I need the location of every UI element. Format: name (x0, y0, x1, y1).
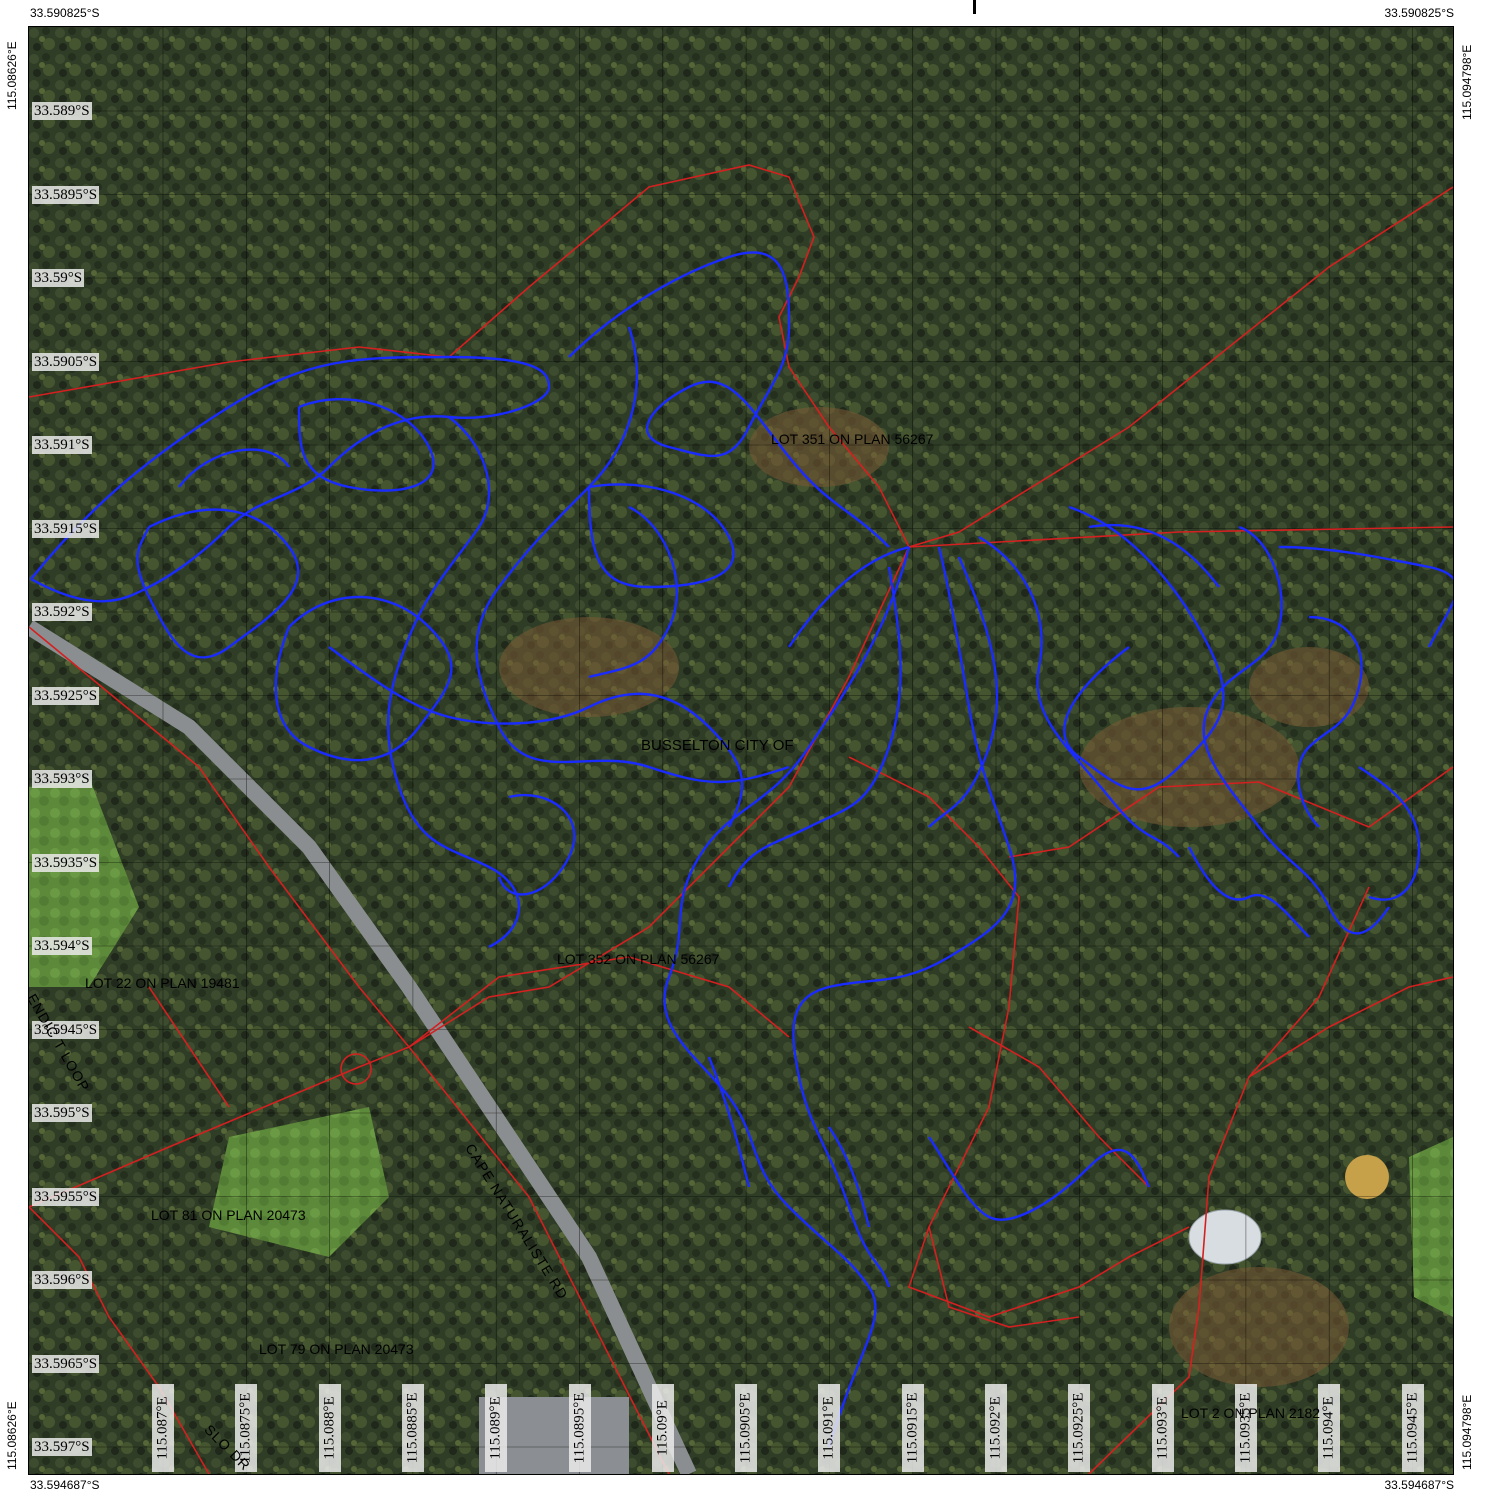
lon-label: 115.0885°E (401, 1384, 424, 1472)
lon-label: 115.09°E (651, 1384, 674, 1472)
lat-label: 33.5935°S (32, 853, 100, 872)
lon-label-text: 115.092°E (987, 1396, 1004, 1460)
lon-label: 115.089°E (485, 1384, 508, 1472)
lat-label: 33.589°S (32, 102, 92, 120)
lat-label: 33.5895°S (32, 185, 100, 204)
lat-label: 33.597°S (32, 1438, 92, 1456)
lon-label-text: 115.091°E (820, 1396, 837, 1460)
lat-label: 33.5925°S (32, 686, 100, 705)
north-tick (973, 0, 976, 14)
corner-top-right-lat: 33.590825°S (1384, 6, 1454, 20)
lon-label: 115.088°E (318, 1384, 341, 1472)
lat-label: 33.592°S (32, 603, 92, 621)
map-canvas[interactable] (29, 27, 1453, 1474)
lon-label: 115.087°E (152, 1384, 174, 1472)
lat-label: 33.591°S (32, 436, 92, 454)
lon-label: 115.0915°E (901, 1384, 924, 1472)
parcel-boundaries (29, 164, 1453, 1474)
lon-label-text: 115.088°E (321, 1396, 338, 1460)
parcel-label-lot352: LOT 352 ON PLAN 56267 (557, 951, 720, 967)
lon-label: 115.0905°E (735, 1384, 758, 1472)
lon-label-text: 115.093°E (1154, 1396, 1171, 1460)
cleared-ground (499, 407, 1369, 1387)
lon-label-text: 115.089°E (487, 1396, 504, 1460)
water-tank (1188, 1209, 1262, 1265)
lon-label-text: 115.094°E (1320, 1396, 1337, 1460)
lat-label: 33.596°S (32, 1271, 92, 1289)
lon-label-text: 115.0925°E (1070, 1392, 1087, 1464)
lat-label: 33.5905°S (32, 352, 100, 371)
cape-naturaliste-road (29, 620, 697, 1474)
lon-label-text: 115.09°E (654, 1400, 671, 1456)
lon-label: 115.093°E (1151, 1384, 1174, 1472)
lat-label: 33.594°S (32, 937, 92, 955)
lat-label: 33.5945°S (32, 1020, 100, 1039)
right-bottom-lon: 115.094798°E (1460, 1394, 1474, 1470)
parcel-label-lot81: LOT 81 ON PLAN 20473 (151, 1207, 306, 1223)
lon-label: 115.094°E (1318, 1384, 1341, 1472)
lon-label: 115.0935°E (1234, 1384, 1257, 1472)
parcel-label-lot2: LOT 2 ON PLAN 2182 (1181, 1405, 1321, 1421)
parcel-label-lot22: LOT 22 ON PLAN 19481 (85, 975, 240, 991)
lon-label-text: 115.0915°E (904, 1392, 921, 1464)
lat-label: 33.5915°S (32, 519, 100, 538)
parcel-label-busselton: BUSSELTON CITY OF (641, 737, 794, 754)
lat-label: 33.59°S (32, 269, 85, 287)
corner-top-left-lat: 33.590825°S (30, 6, 100, 20)
trail-network (30, 251, 1453, 1448)
coordinate-grid (29, 27, 1453, 1474)
lat-label: 33.5955°S (32, 1187, 100, 1206)
parcel-label-lot351: LOT 351 ON PLAN 56267 (771, 431, 934, 447)
map-viewport[interactable]: 33.589°S 33.5895°S 33.59°S 33.5905°S 33.591°… (28, 26, 1454, 1475)
parcel-label-lot79: LOT 79 ON PLAN 20473 (259, 1341, 414, 1357)
corner-bottom-left-lat: 33.594687°S (30, 1478, 100, 1492)
lon-label: 115.0875°E (235, 1384, 258, 1472)
corner-bottom-right-lat: 33.594687°S (1384, 1478, 1454, 1492)
lon-label-text: 115.0905°E (737, 1392, 754, 1464)
lat-label: 33.593°S (32, 770, 92, 788)
right-top-lon: 115.094798°E (1460, 44, 1474, 120)
lon-label-text: 115.0885°E (404, 1392, 421, 1464)
lon-label: 115.0895°E (568, 1384, 591, 1472)
lon-label: 115.0925°E (1068, 1384, 1091, 1472)
paddocks (29, 777, 1453, 1317)
lon-label: 115.091°E (818, 1384, 841, 1472)
left-bottom-lon: 115.08626°E (5, 1401, 19, 1470)
lon-label-text: 115.0945°E (1404, 1392, 1420, 1464)
lon-label-text: 115.0935°E (1237, 1392, 1254, 1464)
lon-label-text: 115.0895°E (571, 1392, 587, 1464)
lon-label: 115.092°E (985, 1384, 1007, 1472)
lon-label: 115.0945°E (1401, 1384, 1424, 1472)
lon-label-text: 115.087°E (154, 1396, 171, 1460)
left-top-lon: 115.08626°E (5, 41, 19, 110)
lat-label: 33.595°S (32, 1104, 92, 1122)
lat-label: 33.5965°S (32, 1354, 100, 1373)
